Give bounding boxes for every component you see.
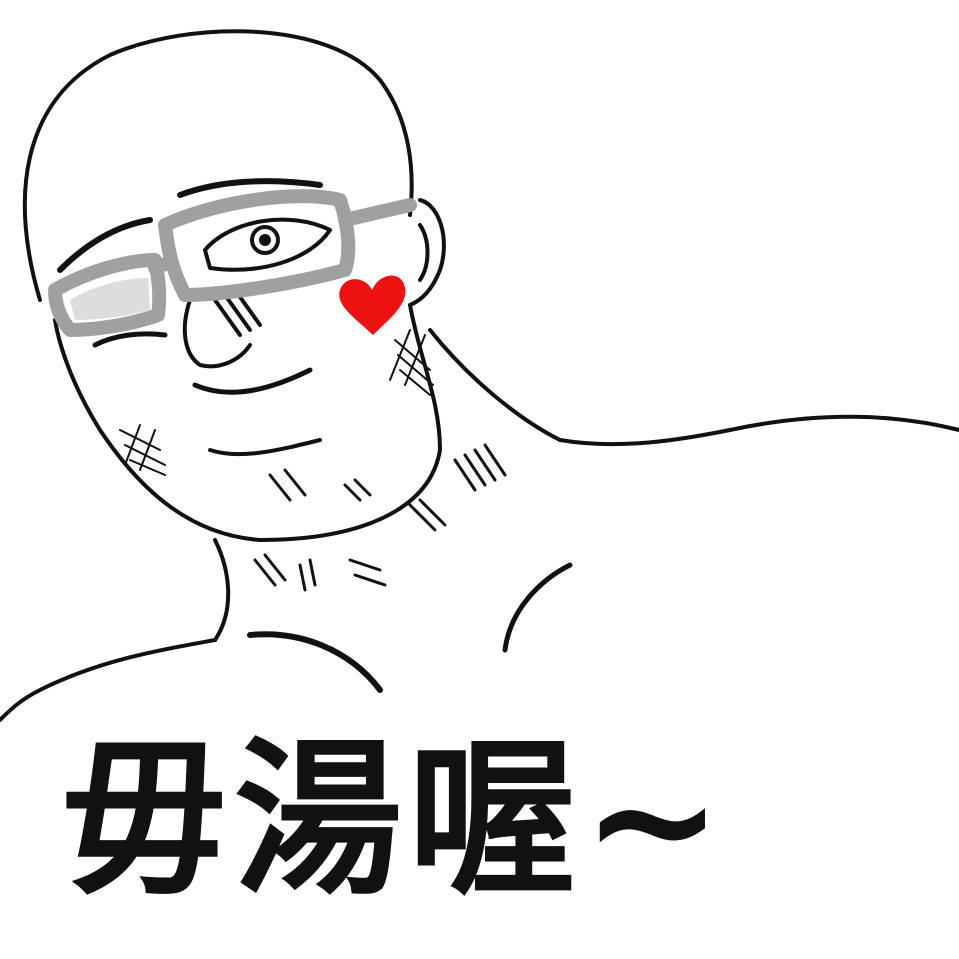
neck-shading-2 [348, 498, 447, 587]
collarbone [247, 631, 383, 693]
neck-shading-3 [253, 553, 317, 592]
glasses-arm [338, 198, 417, 227]
heart-icon [339, 275, 406, 335]
chin-stubble [268, 468, 372, 502]
pupil-center [259, 234, 271, 246]
left-eyebrow [57, 217, 153, 273]
neck-right [428, 328, 562, 442]
right-eyebrow [177, 178, 323, 198]
neck-left [213, 538, 231, 642]
stubble-1 [119, 424, 166, 476]
closed-eye [92, 331, 168, 348]
glasses-left-lens [48, 253, 167, 337]
glasses [48, 189, 417, 337]
caption-text: 毋湯喔~ [60, 722, 729, 918]
glasses-bridge [148, 255, 177, 275]
glasses-right-lens [158, 189, 356, 302]
ear-detail [418, 223, 430, 282]
stubble-2 [389, 329, 434, 396]
glasses-lens-tint [70, 278, 150, 320]
pupil [250, 225, 280, 255]
mouth [192, 367, 313, 395]
eye-outline [203, 217, 332, 272]
left-shoulder [0, 638, 217, 722]
right-shoulder [558, 414, 959, 447]
lower-lip [208, 438, 322, 457]
nose [182, 298, 252, 369]
head-outline [22, 29, 446, 542]
neck-shading-1 [453, 443, 507, 492]
chest-line [502, 562, 573, 653]
